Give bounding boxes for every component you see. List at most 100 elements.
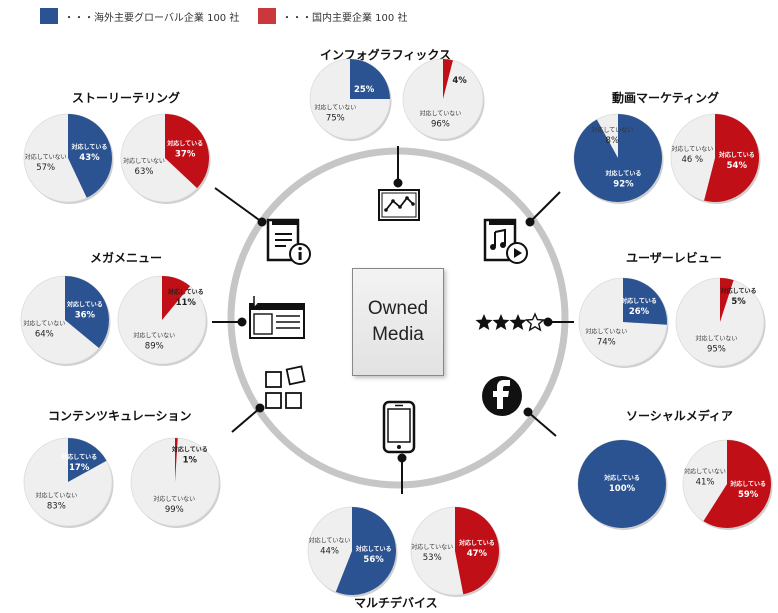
- pie-infographics-global: [309, 58, 392, 141]
- pie-slice-yes: [720, 278, 734, 322]
- title-mega-menu: メガメニュー: [90, 251, 163, 265]
- pie-slice-yes: [68, 438, 107, 482]
- pie-yes-pct: 25%: [354, 85, 375, 95]
- pie-yes-label: 対応している: [167, 288, 204, 296]
- center-line-2: Media: [372, 324, 424, 345]
- pie-yes-pct: 56%: [363, 555, 384, 565]
- pie-no-label: 対応していない: [671, 145, 713, 153]
- pie-multi-device-global: [307, 506, 398, 597]
- pie-slice-yes: [68, 114, 112, 198]
- pie-no-pct: 46 %: [681, 155, 703, 165]
- pie-no-label: 対応していない: [123, 157, 165, 165]
- pie-slice-yes: [443, 59, 453, 99]
- pie-yes-label: 対応している: [603, 474, 640, 482]
- pie-yes-label: 対応している: [66, 301, 103, 309]
- pie-no-pct: 57%: [36, 163, 55, 173]
- pie-no-label: 対応していない: [153, 495, 195, 503]
- line-chart-icon: [378, 189, 420, 221]
- pie-yes-pct: 37%: [175, 149, 196, 159]
- pie-yes-pct: 92%: [613, 179, 634, 189]
- pie-slice-yes: [175, 438, 178, 482]
- pie-no-label: 対応していない: [133, 332, 175, 340]
- pie-slice-yes: [335, 507, 397, 595]
- pie-no-label: 対応していない: [23, 320, 65, 328]
- title-infographics: インフォグラフィックス: [320, 48, 452, 62]
- pie-video-marketing-global: [573, 113, 664, 204]
- pie-yes-label: 対応している: [605, 169, 642, 177]
- pie-no-label: 対応していない: [585, 328, 627, 336]
- star-filled-icon: [509, 314, 527, 330]
- video-book-icon: [483, 218, 528, 264]
- pie-yes-pct: 11%: [176, 298, 197, 308]
- pie-yes-label: 対応している: [171, 446, 208, 454]
- pie-yes-pct: 59%: [738, 490, 759, 500]
- center-line-1: Owned: [367, 298, 429, 319]
- pie-content-curation-global: [23, 437, 114, 528]
- pie-yes-pct: 4%: [452, 76, 467, 86]
- star-empty-icon: [524, 312, 546, 332]
- pie-no-label: 対応していない: [314, 104, 356, 112]
- pie-no-pct: 53%: [423, 553, 442, 563]
- legend-swatch-global: [40, 8, 58, 24]
- pie-multi-device-domestic: [410, 506, 501, 597]
- rating-stars-icon: [475, 312, 546, 332]
- smartphone-icon: [382, 400, 416, 454]
- title-multi-device: マルチデバイス: [354, 596, 438, 610]
- pie-no-pct: 99%: [165, 505, 184, 515]
- legend-global: ・・・海外主要グローバル企業 100 社: [40, 7, 239, 25]
- pie-slice-yes: [623, 278, 667, 325]
- connector-storytelling: [214, 187, 263, 223]
- pie-no-label: 対応していない: [696, 335, 738, 343]
- pie-no-label: 対応していない: [684, 468, 726, 476]
- title-content-curation: コンテンツキュレーション: [48, 409, 192, 423]
- pie-slice-yes: [703, 440, 771, 528]
- pie-yes-label: 対応している: [620, 297, 657, 305]
- pie-storytelling-global: [23, 113, 114, 204]
- pie-slice-yes: [162, 276, 191, 320]
- title-video-marketing: 動画マーケティング: [612, 91, 720, 105]
- legend-label-global: ・・・海外主要グローバル企業 100 社: [64, 12, 240, 24]
- connector-lines: [212, 146, 574, 494]
- pie-no-label: 対応していない: [411, 543, 453, 551]
- pie-no-pct: 44%: [320, 547, 339, 557]
- title-user-review: ユーザーレビュー: [626, 251, 722, 265]
- pie-slice-yes: [455, 507, 500, 595]
- pie-no-pct: 74%: [597, 338, 616, 348]
- pie-yes-label: 対応している: [458, 539, 495, 547]
- pie-social-media-domestic: [682, 439, 773, 530]
- pie-mega-menu-domestic: [117, 275, 208, 366]
- pie-yes-label: 対応している: [355, 545, 392, 553]
- pie-no-pct: 89%: [145, 342, 164, 352]
- title-social-media: ソーシャルメディア: [626, 409, 733, 423]
- star-filled-icon: [492, 314, 510, 330]
- legend-domestic: ・・・国内主要企業 100 社: [258, 7, 407, 25]
- pie-slice-yes: [165, 114, 209, 189]
- star-filled-icon: [475, 314, 493, 330]
- pie-video-marketing-domestic: [670, 113, 761, 204]
- pie-no-label: 対応していない: [35, 492, 77, 500]
- pie-yes-pct: 1%: [183, 456, 198, 466]
- pie-user-review-domestic: [675, 277, 766, 368]
- pie-yes-pct: 100%: [609, 484, 636, 494]
- pie-yes-pct: 54%: [727, 161, 748, 171]
- pie-no-pct: 63%: [135, 167, 154, 177]
- pie-yes-pct: 43%: [79, 153, 100, 163]
- pie-no-label: 対応していない: [25, 153, 67, 161]
- pie-social-media-global: [577, 439, 668, 530]
- connector-social-media: [527, 411, 557, 437]
- pie-no-pct: 75%: [326, 114, 345, 124]
- pie-yes-label: 対応している: [720, 287, 757, 295]
- pie-no-label: 対応していない: [419, 110, 461, 118]
- pie-slice-yes: [65, 276, 109, 349]
- pie-yes-pct: 26%: [629, 307, 650, 317]
- pie-no-pct: 83%: [47, 502, 66, 512]
- pie-slice-yes: [574, 113, 662, 202]
- pie-yes-label: 対応している: [166, 139, 203, 147]
- legend-label-domestic: ・・・国内主要企業 100 社: [282, 12, 408, 24]
- owned-media-box: Owned Media: [352, 268, 444, 376]
- pie-yes-pct: 36%: [75, 311, 96, 321]
- pie-yes-pct: 17%: [69, 463, 90, 473]
- pie-storytelling-domestic: [120, 113, 211, 204]
